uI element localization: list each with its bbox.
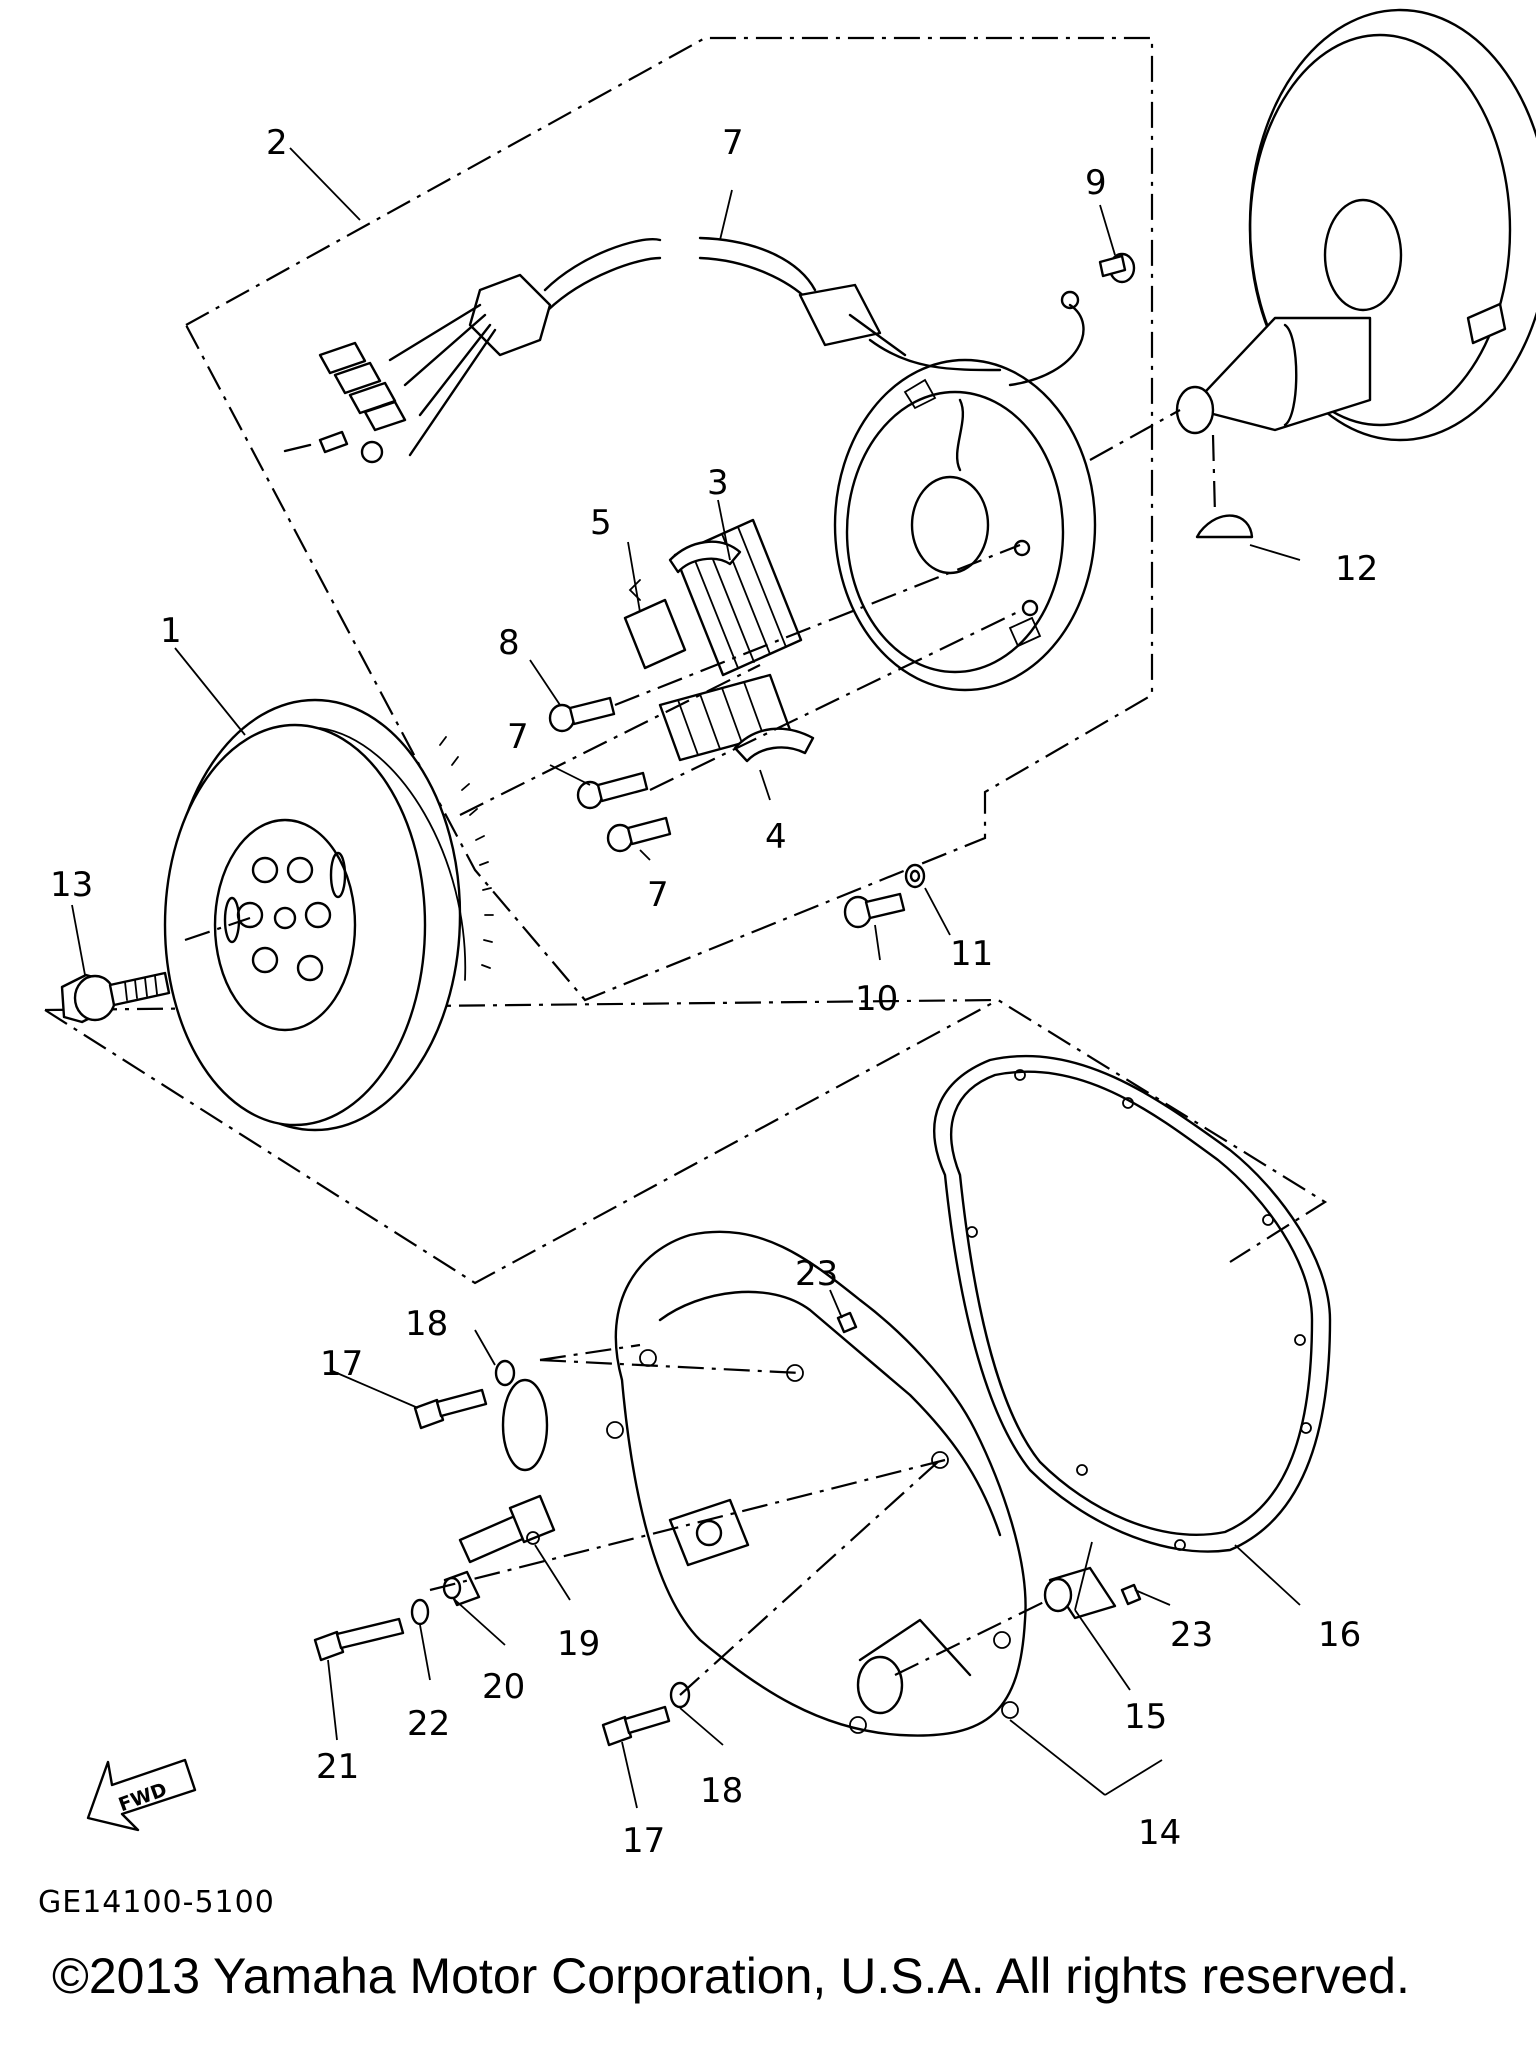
collar	[1043, 1566, 1117, 1620]
callout-7a: 7	[507, 717, 529, 757]
callout-1: 1	[160, 611, 182, 651]
callout-4: 4	[765, 817, 787, 857]
leader-lines	[71, 147, 1301, 1809]
callout-numbers: 2 7 9 3 5 12 1 8 7 4 7 13 11 10 23 18 17…	[50, 123, 1378, 1861]
callout-13: 13	[50, 865, 93, 905]
callout-22: 22	[407, 1704, 450, 1744]
stator-screws	[548, 696, 926, 929]
callout-23a: 23	[795, 1254, 838, 1294]
callout-8: 8	[498, 623, 520, 663]
callout-17b: 17	[622, 1821, 665, 1861]
callout-21: 21	[316, 1747, 359, 1787]
callout-17a: 17	[320, 1344, 363, 1384]
callout-14: 14	[1138, 1813, 1181, 1853]
callout-15: 15	[1124, 1697, 1167, 1737]
callout-6: 7	[722, 123, 744, 163]
callout-5: 5	[590, 503, 612, 543]
callout-3: 3	[707, 463, 729, 503]
callout-23b: 23	[1170, 1615, 1213, 1655]
callout-11: 11	[950, 934, 993, 974]
stator-base-plate	[833, 358, 1097, 692]
flywheel-bolt	[60, 971, 171, 1024]
callout-16: 16	[1318, 1615, 1361, 1655]
fwd-arrow-icon: FWD	[86, 1758, 197, 1832]
lead-wire	[283, 236, 1085, 464]
callout-9: 9	[1085, 163, 1107, 203]
gasket	[933, 1054, 1332, 1553]
generator-cover	[606, 1230, 1027, 1737]
callout-19: 19	[557, 1624, 600, 1664]
callout-12: 12	[1335, 549, 1378, 589]
copyright-notice: ©2013 Yamaha Motor Corporation, U.S.A. A…	[52, 1948, 1410, 2004]
stator-assembly-outline	[185, 36, 1154, 1002]
pickup-coil	[623, 579, 687, 670]
clamp	[458, 1378, 556, 1564]
drawing-code: GE14100-5100	[38, 1885, 275, 1920]
cover-group-outline	[44, 998, 1328, 1285]
flywheel-rotor	[163, 698, 494, 1132]
callout-18b: 18	[700, 1771, 743, 1811]
crankshaft	[1175, 8, 1536, 442]
bolts-washers	[313, 1359, 691, 1747]
woodruff-key	[1195, 514, 1254, 539]
stator-coil-lower	[658, 673, 815, 763]
stator-coil-upper	[668, 518, 803, 677]
screw-9	[1098, 252, 1136, 284]
callout-10: 10	[855, 979, 898, 1019]
callout-7b: 7	[647, 875, 669, 915]
callout-2: 2	[266, 123, 288, 163]
callout-18a: 18	[405, 1304, 448, 1344]
callout-20: 20	[482, 1667, 525, 1707]
